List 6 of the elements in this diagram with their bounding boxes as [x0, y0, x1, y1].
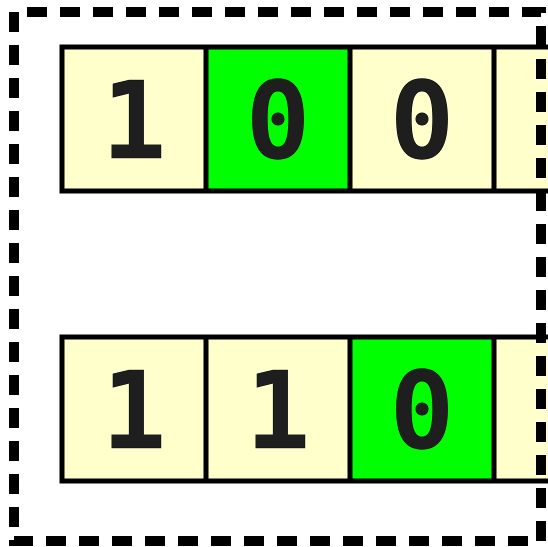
cell — [492, 44, 548, 194]
digit-cell: 0 — [204, 44, 352, 194]
digit-cell: 0 — [348, 334, 496, 484]
digit-cell: 1 — [204, 334, 352, 484]
digit-cell: 1 — [60, 334, 208, 484]
digit-cell: 1 — [60, 44, 208, 194]
